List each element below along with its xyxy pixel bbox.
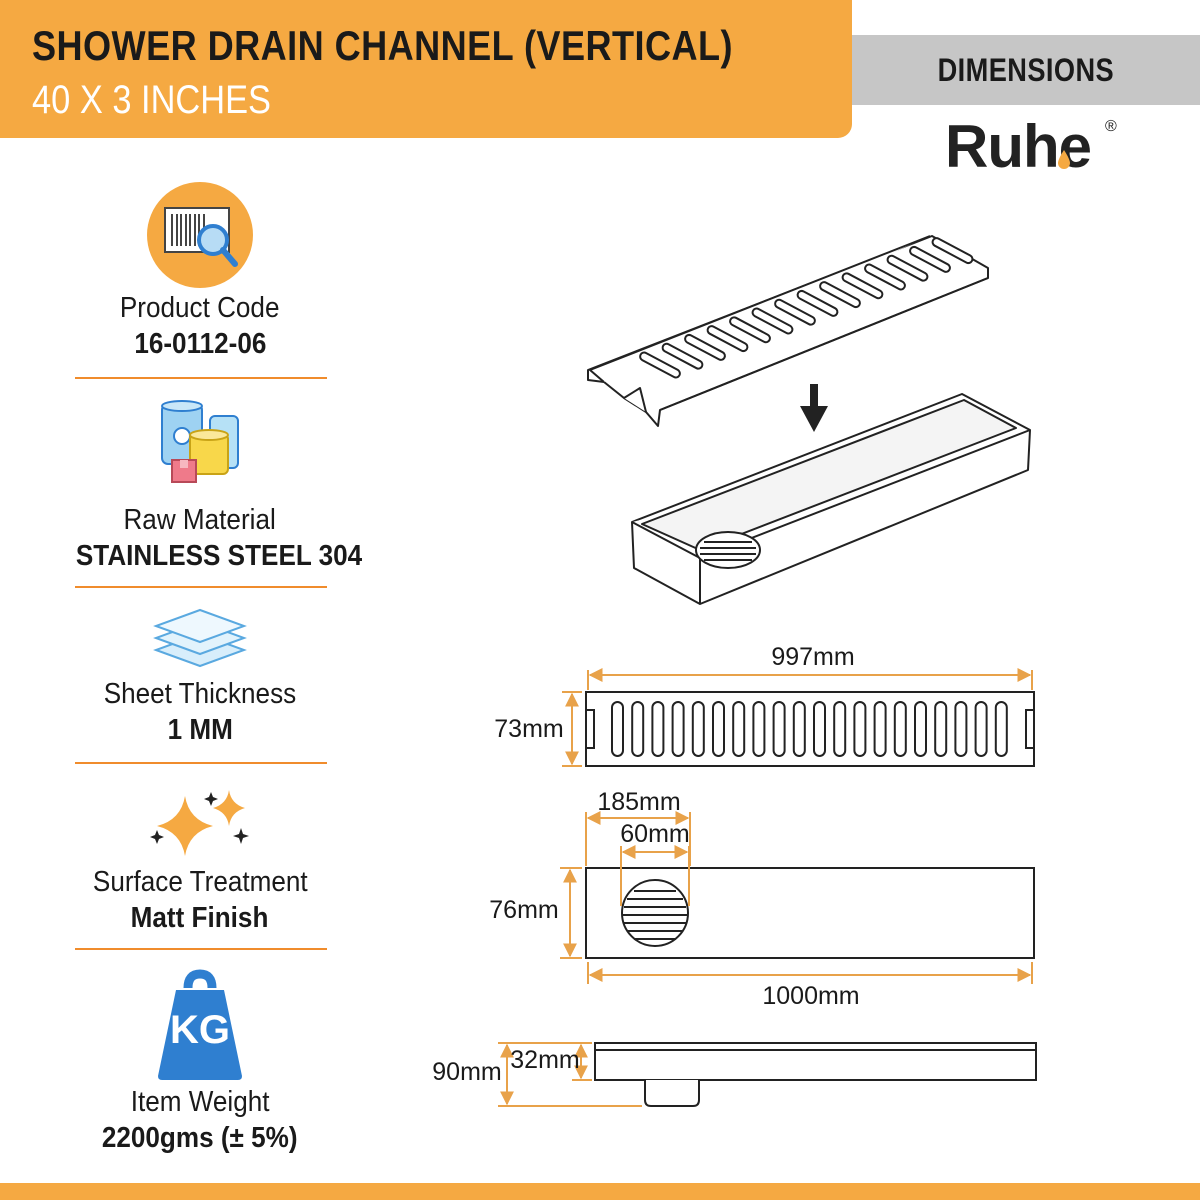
grate-slot	[792, 701, 806, 757]
kg-weight-icon: KG	[152, 968, 248, 1084]
spec-surface-treatment: Surface Treatment Matt Finish	[60, 786, 340, 946]
spec-label: Sheet Thickness	[103, 678, 297, 710]
brand-logo: Ruhe ®	[945, 112, 1120, 180]
dimension-label: 185mm	[597, 788, 680, 816]
dimension-label: 997mm	[771, 643, 854, 671]
dimension-label: 90mm	[432, 1058, 501, 1086]
grate-slot	[909, 245, 951, 273]
divider	[75, 586, 327, 588]
kg-text: KG	[170, 1008, 230, 1052]
assembly-arrow	[800, 384, 828, 432]
grate-slot	[751, 307, 794, 335]
channel-outlet-isometric	[695, 531, 761, 569]
footer-banner	[0, 1183, 1200, 1200]
spec-value: 16-0112-06	[133, 328, 267, 360]
dimension-channel-length: 1000mm	[587, 962, 1033, 1010]
grate-slot	[706, 325, 749, 353]
grate-slot	[752, 701, 766, 757]
grate-slot	[914, 701, 927, 757]
divider	[75, 948, 327, 950]
grate-slot	[931, 237, 974, 265]
dimension-grate-width: 73mm	[494, 691, 582, 767]
dimension-label: 60mm	[620, 820, 689, 848]
spec-sheet-thickness: Sheet Thickness 1 MM	[60, 606, 340, 756]
grate-slot	[684, 333, 726, 361]
outlet-top-view	[621, 879, 689, 947]
divider	[75, 377, 327, 379]
grate-slots	[639, 237, 974, 379]
dimension-grate-length: 997mm	[587, 643, 1033, 690]
grate-slot	[886, 254, 929, 282]
grate-slot	[853, 701, 867, 757]
grate-slot	[772, 701, 786, 757]
grate-slot	[611, 701, 624, 757]
spec-value: Matt Finish	[131, 902, 269, 934]
spec-item-weight: KG Item Weight 2200gms (± 5%)	[60, 968, 340, 1168]
grate-slot	[974, 701, 988, 757]
dimension-channel-depth: 32mm	[510, 1043, 592, 1081]
spec-label: Surface Treatment	[92, 866, 308, 898]
material-cans-icon	[161, 400, 239, 483]
grate-slot	[841, 272, 884, 300]
grate-slot	[631, 701, 645, 757]
grate-slot	[994, 701, 1008, 757]
grate-slot	[651, 701, 665, 757]
water-drop-icon	[1058, 150, 1070, 169]
grate-slot	[864, 263, 906, 291]
spec-value: 2200gms (± 5%)	[102, 1122, 298, 1154]
sheet-layers-icon	[153, 608, 247, 668]
brand-name: Ruhe	[945, 113, 1092, 180]
spec-label: Item Weight	[130, 1086, 270, 1118]
grate-slot	[796, 289, 839, 317]
spec-raw-material: Raw Material STAINLESS STEEL 304	[60, 398, 362, 578]
spec-label: Product Code	[120, 292, 280, 324]
section-label: DIMENSIONS	[937, 51, 1115, 88]
dimension-label: 1000mm	[762, 982, 859, 1010]
grate-slot	[833, 701, 847, 757]
dimension-channel-width: 76mm	[489, 867, 582, 959]
spec-value: STAINLESS STEEL 304	[75, 540, 363, 572]
grate-slot	[893, 701, 907, 757]
dimension-label: 73mm	[494, 715, 563, 743]
grate-slot	[729, 316, 771, 344]
dimension-label: 76mm	[489, 896, 558, 924]
grate-top-slots	[611, 701, 1008, 757]
grate-slot	[671, 701, 685, 757]
spec-value: 1 MM	[167, 714, 233, 746]
sparkle-icon	[150, 790, 249, 856]
grate-slot	[774, 298, 816, 326]
header-banner	[0, 0, 852, 138]
channel-isometric	[631, 393, 1031, 605]
dimension-outlet-diameter: 60mm	[620, 820, 690, 906]
channel-side-view	[594, 1042, 1037, 1107]
divider	[75, 762, 327, 764]
grate-slot	[954, 701, 968, 757]
spec-label: Raw Material	[123, 504, 277, 536]
spec-product-code: Product Code 16-0112-06	[60, 180, 340, 370]
grate-slot	[661, 342, 704, 370]
dimension-overall-height: 90mm	[432, 1042, 642, 1107]
grate-slot	[819, 281, 861, 309]
dimension-label: 32mm	[510, 1046, 579, 1074]
page-title: SHOWER DRAIN CHANNEL (VERTICAL)	[32, 22, 733, 69]
grate-slot	[873, 701, 887, 757]
grate-slot	[813, 701, 826, 757]
barcode-search-icon	[147, 182, 253, 288]
grate-slot	[639, 351, 681, 379]
section-banner: DIMENSIONS	[852, 35, 1200, 105]
registered-mark: ®	[1105, 118, 1117, 135]
grate-slot	[712, 701, 725, 757]
page-subtitle: 40 X 3 INCHES	[32, 78, 271, 122]
grate-slot	[934, 701, 948, 757]
grate-slot	[691, 701, 705, 757]
grate-slot	[732, 701, 746, 757]
